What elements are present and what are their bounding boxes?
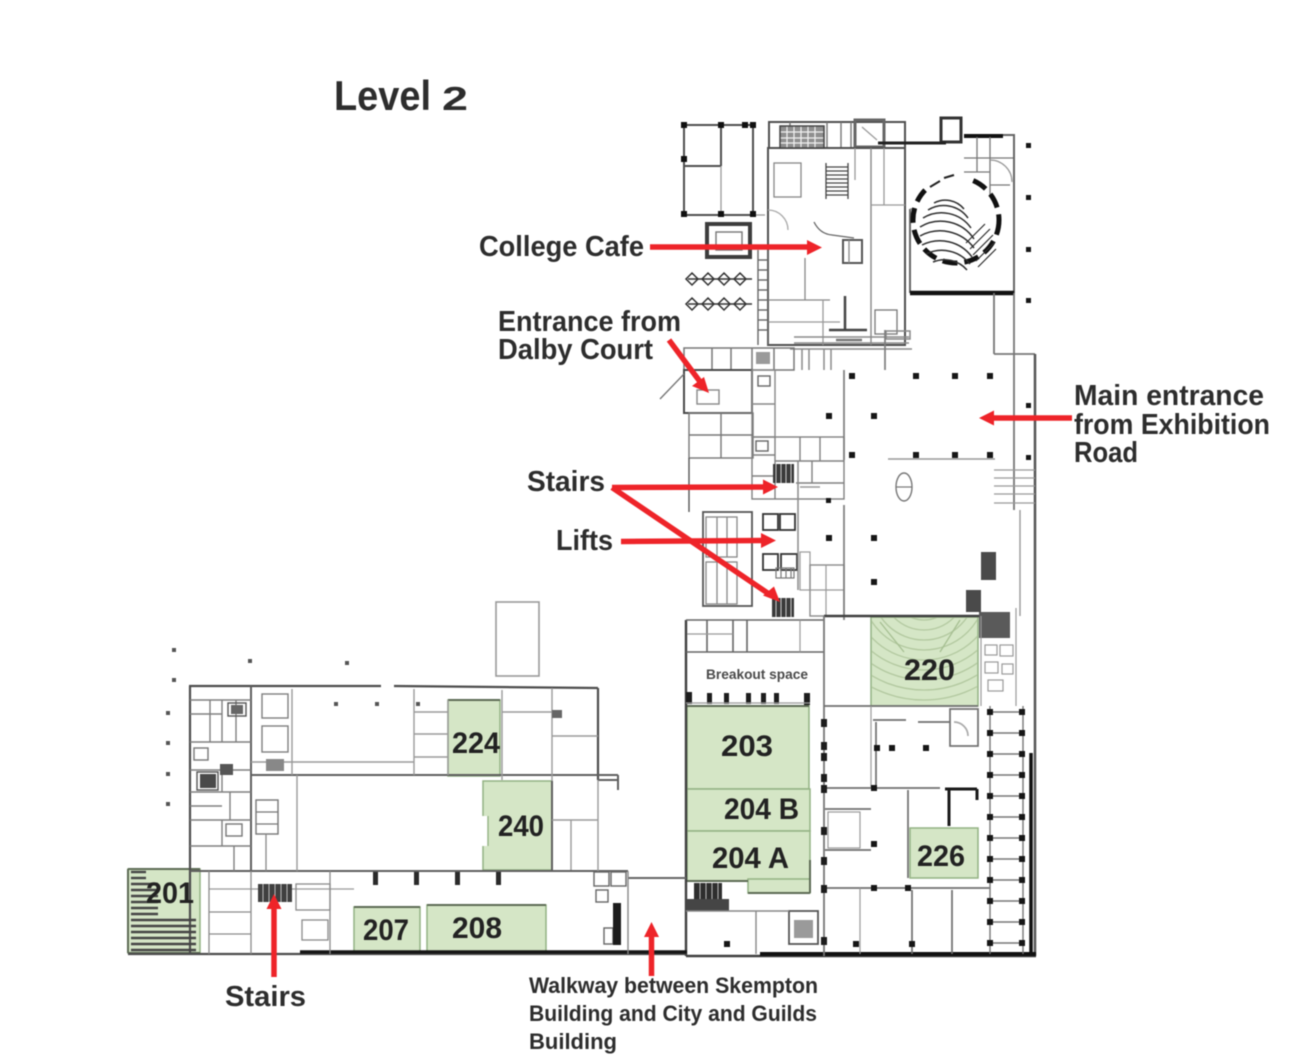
svg-text:2: 2 xyxy=(442,80,468,117)
svg-text:Main entrance: Main entrance xyxy=(1074,380,1264,412)
svg-text:Breakout space: Breakout space xyxy=(706,666,808,682)
svg-text:Road: Road xyxy=(1074,437,1138,469)
svg-text:from Exhibition: from Exhibition xyxy=(1074,409,1270,441)
svg-text:220: 220 xyxy=(904,654,955,687)
svg-text:204 B: 204 B xyxy=(724,793,799,826)
svg-text:226: 226 xyxy=(917,840,965,873)
svg-text:Walkway between Skempton: Walkway between Skempton xyxy=(529,973,818,998)
svg-text:College Cafe: College Cafe xyxy=(479,231,644,263)
svg-text:207: 207 xyxy=(363,914,409,947)
svg-text:240: 240 xyxy=(498,810,544,843)
svg-text:224: 224 xyxy=(452,727,500,760)
svg-text:Dalby Court: Dalby Court xyxy=(498,334,653,366)
svg-text:Entrance from: Entrance from xyxy=(498,306,681,338)
svg-text:201: 201 xyxy=(146,877,194,910)
svg-text:Stairs: Stairs xyxy=(225,981,306,1013)
svg-text:Stairs: Stairs xyxy=(527,466,605,498)
svg-text:Level: Level xyxy=(334,72,431,119)
svg-text:208: 208 xyxy=(452,912,502,945)
svg-text:Building and City and Guilds: Building and City and Guilds xyxy=(529,1001,817,1026)
svg-text:Building: Building xyxy=(529,1029,617,1054)
svg-text:203: 203 xyxy=(721,730,773,763)
svg-text:Lifts: Lifts xyxy=(556,525,613,557)
svg-text:204 A: 204 A xyxy=(712,842,789,875)
